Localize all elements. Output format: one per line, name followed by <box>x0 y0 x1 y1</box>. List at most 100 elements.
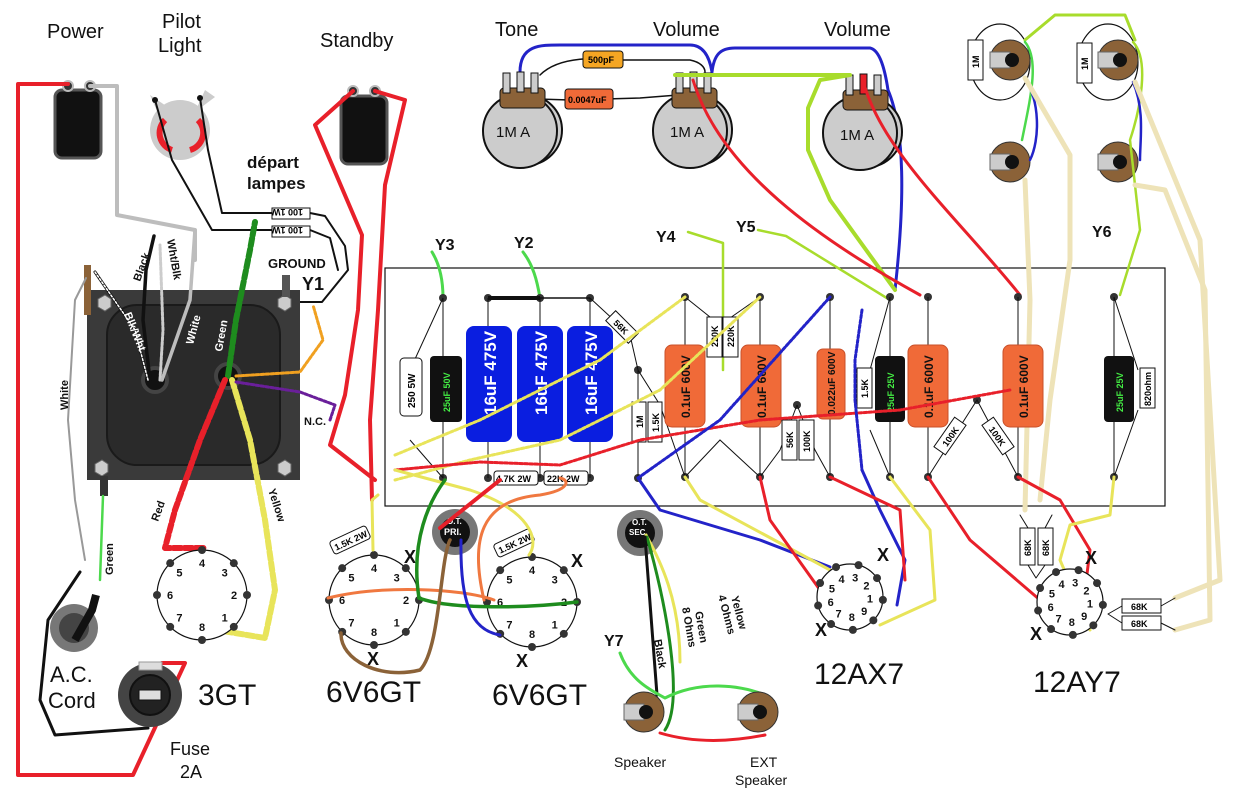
wire-label-yellow: Yellow <box>265 487 287 524</box>
tone-cap-500pf-label: 500pF <box>588 55 615 65</box>
resistor-100k-a: 100K <box>798 419 815 461</box>
pilot-resistor-2-label: 100 1W <box>271 225 303 235</box>
tube-pin-label: 6 <box>1048 602 1054 614</box>
tube-pin-label: 8 <box>199 622 205 634</box>
cap-25uf-50v: 25uF 50V <box>430 356 462 422</box>
wire-label-red: Red <box>150 499 168 523</box>
tube-pin-label: 3 <box>552 574 558 586</box>
unused-pin-marker: X <box>815 620 827 640</box>
pilot-light-label-2: Light <box>158 35 202 57</box>
speaker-jack[interactable] <box>623 691 665 733</box>
tube-pin-label: 6 <box>339 595 345 607</box>
tube-6v6gt-2-label: 6V6GT <box>492 679 587 712</box>
tube-pin-label: 6 <box>828 597 834 609</box>
tube-12ay7-label: 12AY7 <box>1033 666 1121 699</box>
tube-pin-label: 9 <box>861 606 867 618</box>
tube-pin-4 <box>370 551 378 559</box>
tube-pin-label: 5 <box>1049 589 1055 601</box>
tube-pin-3 <box>1074 566 1083 575</box>
fuse-label-2: 2A <box>180 762 202 782</box>
ext-speaker-label-2: Speaker <box>735 772 787 788</box>
ot-secondary-label-2: SEC. <box>629 528 648 537</box>
tube-pin-7 <box>166 622 175 631</box>
tube-pin-label: 7 <box>176 613 182 625</box>
tube-pin-label: 1 <box>867 594 873 606</box>
wire-label-white-outer: White <box>59 380 71 410</box>
wire-label-green-ground: Green <box>104 543 116 575</box>
input-jack-1[interactable] <box>969 23 1031 101</box>
cap-0-1uf-c-label: 0.1uF 600V <box>922 355 936 418</box>
input-jack-2[interactable] <box>989 141 1031 183</box>
wire-label-black: Black <box>132 251 154 284</box>
y2-label: Y2 <box>514 235 534 252</box>
cap-0-1uf-b-label: 0.1uF 600V <box>755 355 769 418</box>
tube-pin-label: 7 <box>836 608 842 620</box>
cap-16uf-a: 16uF 475V <box>466 326 512 442</box>
resistor-56k-b: 56K <box>781 419 798 461</box>
tube-pin-1 <box>878 595 887 604</box>
tube-pin-label: 3 <box>394 572 400 584</box>
ground-lug-2 <box>100 476 108 496</box>
ext-speaker-jack[interactable] <box>737 691 779 733</box>
resistor-1-5k-a: 1.5K <box>647 401 663 443</box>
tube-pin-2 <box>1093 579 1102 588</box>
cap-25uf-25v-a-label: 25uF 25V <box>886 372 896 412</box>
tube-pin-label: 3 <box>222 567 228 579</box>
input-resistor-1m-2: 1M <box>1076 42 1093 84</box>
cap-0-1uf-c: 0.1uF 600V <box>907 344 949 428</box>
wire-label-speaker-black: Black <box>651 638 668 670</box>
cap-0-022uf: 0.022uF 600V <box>816 348 846 420</box>
tube-pin-6 <box>1034 606 1043 615</box>
resistor-1-5k-2w-a: 1.5K 2W <box>329 525 371 555</box>
pilot-resistor-1: 100 1W <box>271 207 311 220</box>
y1-label: Y1 <box>302 274 324 294</box>
tube-pin-1 <box>229 622 238 631</box>
fuse-holder[interactable] <box>118 661 182 727</box>
ot-secondary-label-1: O.T. <box>632 518 647 527</box>
power-switch[interactable] <box>53 80 103 160</box>
volume-pot-1[interactable] <box>652 71 733 169</box>
resistor-1-5k-b: 1.5K <box>856 367 873 409</box>
tube-pin-7 <box>827 620 836 629</box>
tube-pin-4 <box>832 563 841 572</box>
volume-pot-2[interactable] <box>822 73 903 171</box>
pilot-resistor-1-label: 100 1W <box>271 207 303 217</box>
tube-pin-label: 4 <box>839 574 846 586</box>
ot-secondary: O.T. SEC. <box>617 510 663 556</box>
tube-pin-7 <box>1047 625 1056 634</box>
tube-pin-3 <box>229 559 238 568</box>
input-jack-3[interactable] <box>1077 23 1139 101</box>
tube-pin-4 <box>198 546 206 554</box>
cap-16uf-b: 16uF 475V <box>517 326 563 442</box>
cap-25uf-25v-b: 25uF 25V <box>1104 356 1134 422</box>
depart-label-2: lampes <box>247 174 306 193</box>
ac-cord-label-1: A.C. <box>50 662 93 687</box>
resistor-1-5k-a-label: 1.5K <box>651 412 661 432</box>
resistor-220k-a-label: 220K <box>710 325 720 347</box>
tone-cap-500pf: 500pF <box>582 50 624 69</box>
tube-pin-label: 2 <box>863 581 869 593</box>
cap-16uf-b-label: 16uF 475V <box>532 330 551 415</box>
terminal-strip <box>84 265 91 315</box>
unused-pin-marker: X <box>877 545 889 565</box>
y3-label: Y3 <box>435 237 455 254</box>
cap-25uf-25v-a: 25uF 25V <box>875 356 905 422</box>
unused-pin-marker: X <box>1085 548 1097 568</box>
tube-pin-label: 4 <box>529 565 536 577</box>
ext-speaker-label-1: EXT <box>750 754 778 770</box>
tube-pin-label: 9 <box>1081 611 1087 623</box>
pilot-light-label-1: Pilot <box>162 11 201 33</box>
tube-pin-6 <box>153 591 161 599</box>
tube-pin-3 <box>401 564 410 573</box>
ground-label: GROUND <box>268 256 326 271</box>
tube-pin-label: 5 <box>176 567 182 579</box>
resistor-56k-b-label: 56K <box>785 431 795 448</box>
cap-25uf-25v-b-label: 25uF 25V <box>1115 372 1125 412</box>
resistor-820ohm: 820ohm <box>1139 367 1156 409</box>
tube-pin-label: 1 <box>552 620 558 632</box>
tone-pot[interactable] <box>482 71 563 169</box>
input-jack-4[interactable] <box>1097 141 1139 183</box>
ac-cord-label-2: Cord <box>48 688 96 713</box>
